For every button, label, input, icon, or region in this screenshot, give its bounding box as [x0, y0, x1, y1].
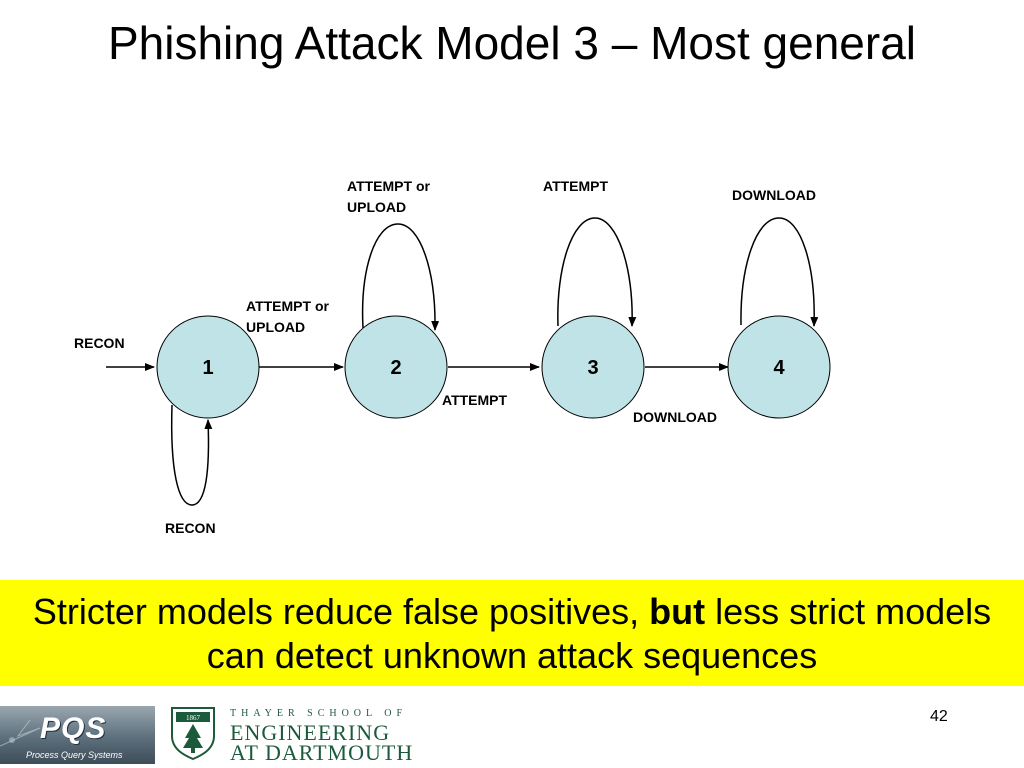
slide-title: Phishing Attack Model 3 – Most general: [107, 17, 916, 69]
loop-node-2: [361, 223, 440, 331]
state-diagram: 1 2 3 4 RECON RECON ATTEMPT or UPLOAD AT…: [74, 178, 831, 536]
label-edge-3-4: DOWNLOAD: [633, 409, 717, 425]
state-node-4: 4: [727, 315, 831, 419]
thayer-logo: 1867 THAYER SCHOOL OF ENGINEERING AT DAR…: [170, 706, 430, 765]
takeaway-banner: Stricter models reduce false positives, …: [0, 580, 1024, 686]
state-node-1-label: 1: [202, 357, 213, 379]
pqs-logo-graphic: [0, 719, 41, 747]
label-edge-1-2-line2: UPLOAD: [246, 319, 305, 335]
banner-text-start: Stricter models reduce false positives,: [32, 591, 650, 632]
pqs-logo-subtitle: Process Query Systems: [26, 750, 123, 760]
state-node-3-label: 3: [587, 357, 598, 379]
label-edge-1-2-line1: ATTEMPT or: [246, 298, 330, 314]
label-loop-2-line1: ATTEMPT or: [347, 178, 431, 194]
thayer-line2: ENGINEERING: [230, 720, 391, 745]
label-recon-loop: RECON: [165, 520, 216, 536]
pqs-logo-text: PQS: [40, 712, 107, 745]
label-edge-2-3: ATTEMPT: [442, 392, 508, 408]
pqs-logo: PQS Process Query Systems: [0, 706, 155, 764]
state-node-2-label: 2: [390, 357, 401, 379]
state-node-1: 1: [156, 315, 260, 419]
shield-year: 1867: [186, 714, 201, 722]
banner-text-end: less strict models can detect unknown at…: [206, 591, 992, 676]
loop-node-1: [170, 404, 213, 506]
banner-text-bold: but: [649, 591, 706, 632]
state-node-2: 2: [344, 315, 448, 419]
thayer-line1: THAYER SCHOOL OF: [230, 708, 408, 719]
page-number: 42: [930, 708, 948, 725]
label-loop-2-line2: UPLOAD: [347, 199, 406, 215]
thayer-shield-icon: 1867: [171, 707, 215, 760]
loop-node-3: [557, 217, 637, 327]
label-loop-3: ATTEMPT: [543, 178, 609, 194]
thayer-line3: AT DARTMOUTH: [230, 740, 414, 765]
label-loop-4: DOWNLOAD: [732, 187, 816, 203]
label-recon-entry: RECON: [74, 335, 125, 351]
state-node-4-label: 4: [773, 357, 785, 379]
loop-node-4: [740, 217, 819, 327]
state-node-3: 3: [541, 315, 645, 419]
